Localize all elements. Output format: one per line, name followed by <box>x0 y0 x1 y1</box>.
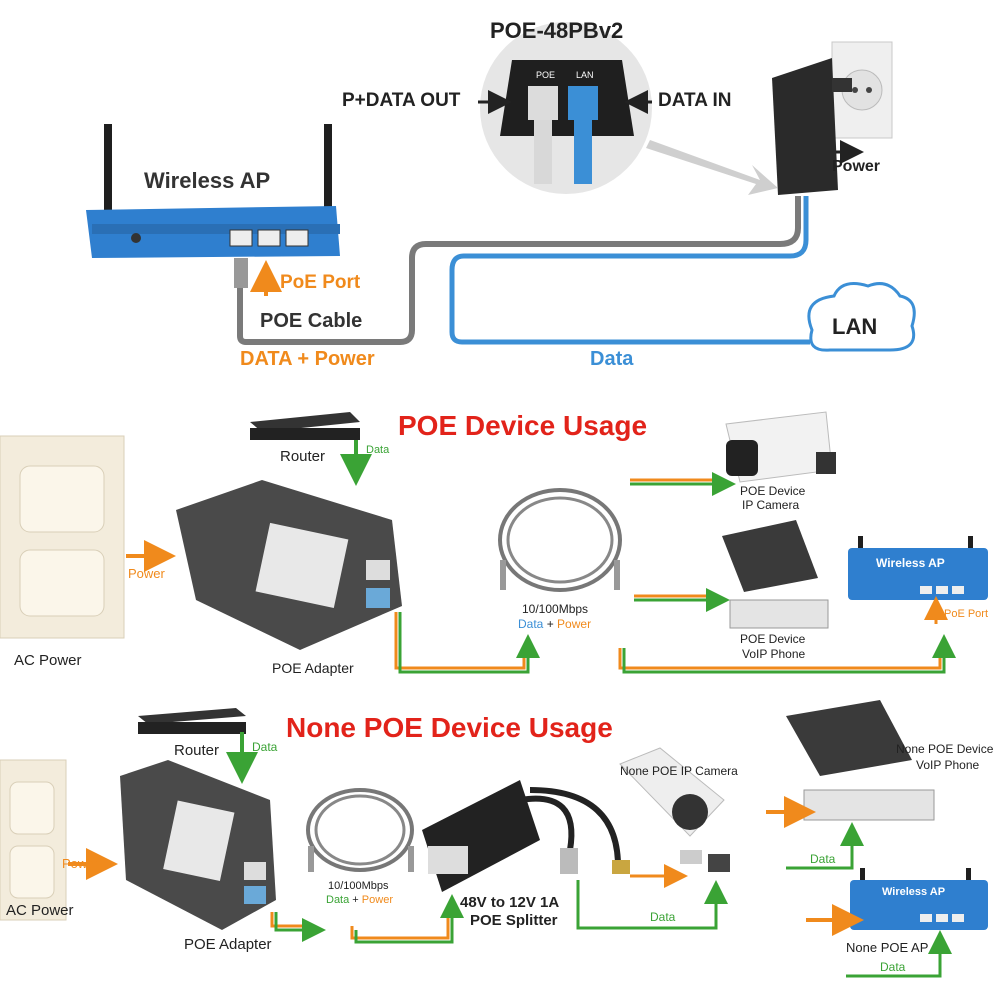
none-poe-phone-label-2: VoIP Phone <box>916 758 980 772</box>
poe-adapter-label: POE Adapter <box>272 660 354 676</box>
voip-phone-icon-2 <box>786 700 935 821</box>
none-poe-adapter-label: POE Adapter <box>184 936 272 953</box>
device-model-title: POE-48PBv2 <box>490 18 624 43</box>
wall-outlet-icon-2 <box>0 759 67 921</box>
splitter-label-2: POE Splitter <box>470 912 558 929</box>
none-poe-cable-data-text: Data <box>326 894 350 906</box>
none-poe-phone-data-label: Data <box>810 852 836 866</box>
poe-camera-label-2: IP Camera <box>742 498 800 512</box>
none-poe-cable-data-power-label: Data + Power <box>326 894 393 906</box>
poe-ac-power-label: AC Power <box>14 652 82 669</box>
router-icon <box>250 412 360 440</box>
wireless-ap-label: Wireless AP <box>144 168 271 193</box>
ethernet-cable-icon <box>498 488 622 592</box>
lan-cable-line <box>449 196 810 345</box>
poe-power-label: Power <box>128 566 165 581</box>
voip-phone-icon <box>722 520 829 629</box>
lan-cloud-icon <box>807 282 916 352</box>
wireless-ap-icon <box>86 124 340 258</box>
poe-cable-data-text: Data <box>518 617 544 631</box>
data-in-label: DATA IN <box>658 90 732 111</box>
wireless-ap-icon-3 <box>850 868 988 930</box>
poe-adapter-icon <box>176 480 402 650</box>
top-diagram-graphics <box>86 22 916 352</box>
jack-label-lan: LAN <box>576 70 594 80</box>
jack-closeup <box>480 22 652 194</box>
none-poe-ap-label: None POE AP <box>846 940 929 955</box>
none-poe-router-label: Router <box>174 742 220 759</box>
poe-wireless-ap-label: Wireless AP <box>876 556 945 570</box>
poe-cable-power-text: Power <box>557 617 592 631</box>
poe-usage-graphics <box>0 411 988 674</box>
none-poe-ap-data-label: Data <box>880 960 906 974</box>
splitter-label-1: 48V to 12V 1A <box>460 894 560 911</box>
p-data-out-label: P+DATA OUT <box>342 90 461 111</box>
ip-camera-icon-2 <box>619 747 730 872</box>
none-poe-usage-graphics <box>0 700 988 978</box>
ethernet-cable-icon-2 <box>306 788 414 872</box>
poe-cable-label: POE Cable <box>260 310 363 332</box>
poe-cable-data-power-label: Data + Power <box>518 617 591 631</box>
poe-adapter-icon-2 <box>120 760 276 930</box>
none-poe-router-data-label: Data <box>252 740 278 754</box>
poe-cable-speed-label: 10/100Mbps <box>522 602 589 616</box>
none-poe-wireless-ap-label: Wireless AP <box>882 886 946 898</box>
none-poe-phone-label-1: None POE Device <box>896 742 994 756</box>
poe-cable-plus-text: + <box>543 617 558 631</box>
poe-port-label: PoE Port <box>280 272 361 293</box>
none-poe-ac-power-label: AC Power <box>6 902 74 919</box>
none-poe-cable-power-text: Power <box>361 894 393 906</box>
none-poe-usage-title: None POE Device Usage <box>286 712 613 743</box>
poe-injector-icon <box>772 58 852 195</box>
none-poe-cable-speed-label: 10/100Mbps <box>328 880 389 892</box>
pointer-arrow <box>646 140 778 195</box>
data-label: Data <box>590 348 634 370</box>
lan-cloud-label: LAN <box>832 314 878 339</box>
poe-router-data-label: Data <box>366 444 390 456</box>
power-label: Power <box>832 158 881 175</box>
ip-camera-icon <box>725 411 836 483</box>
splitter-data-label: Data <box>650 910 676 924</box>
jack-label-poe: POE <box>536 70 556 80</box>
poe-port-label-2: PoE Port <box>944 608 989 620</box>
none-poe-camera-label: None POE IP Camera <box>620 764 738 778</box>
poe-router-label: Router <box>280 448 326 465</box>
poe-usage-title: POE Device Usage <box>398 410 648 441</box>
wireless-ap-icon-2 <box>848 536 988 600</box>
poe-cable-line <box>237 196 801 345</box>
none-poe-cable-plus-text: + <box>349 894 362 906</box>
router-icon-2 <box>138 708 246 734</box>
none-poe-power-label: Power <box>62 856 99 871</box>
poe-phone-label-1: POE Device <box>740 632 806 646</box>
poe-camera-label-1: POE Device <box>740 484 806 498</box>
data-power-label: DATA + Power <box>240 348 375 370</box>
wall-outlet-icon <box>0 435 125 639</box>
poe-splitter-icon <box>422 780 540 892</box>
poe-phone-label-2: VoIP Phone <box>742 647 806 661</box>
